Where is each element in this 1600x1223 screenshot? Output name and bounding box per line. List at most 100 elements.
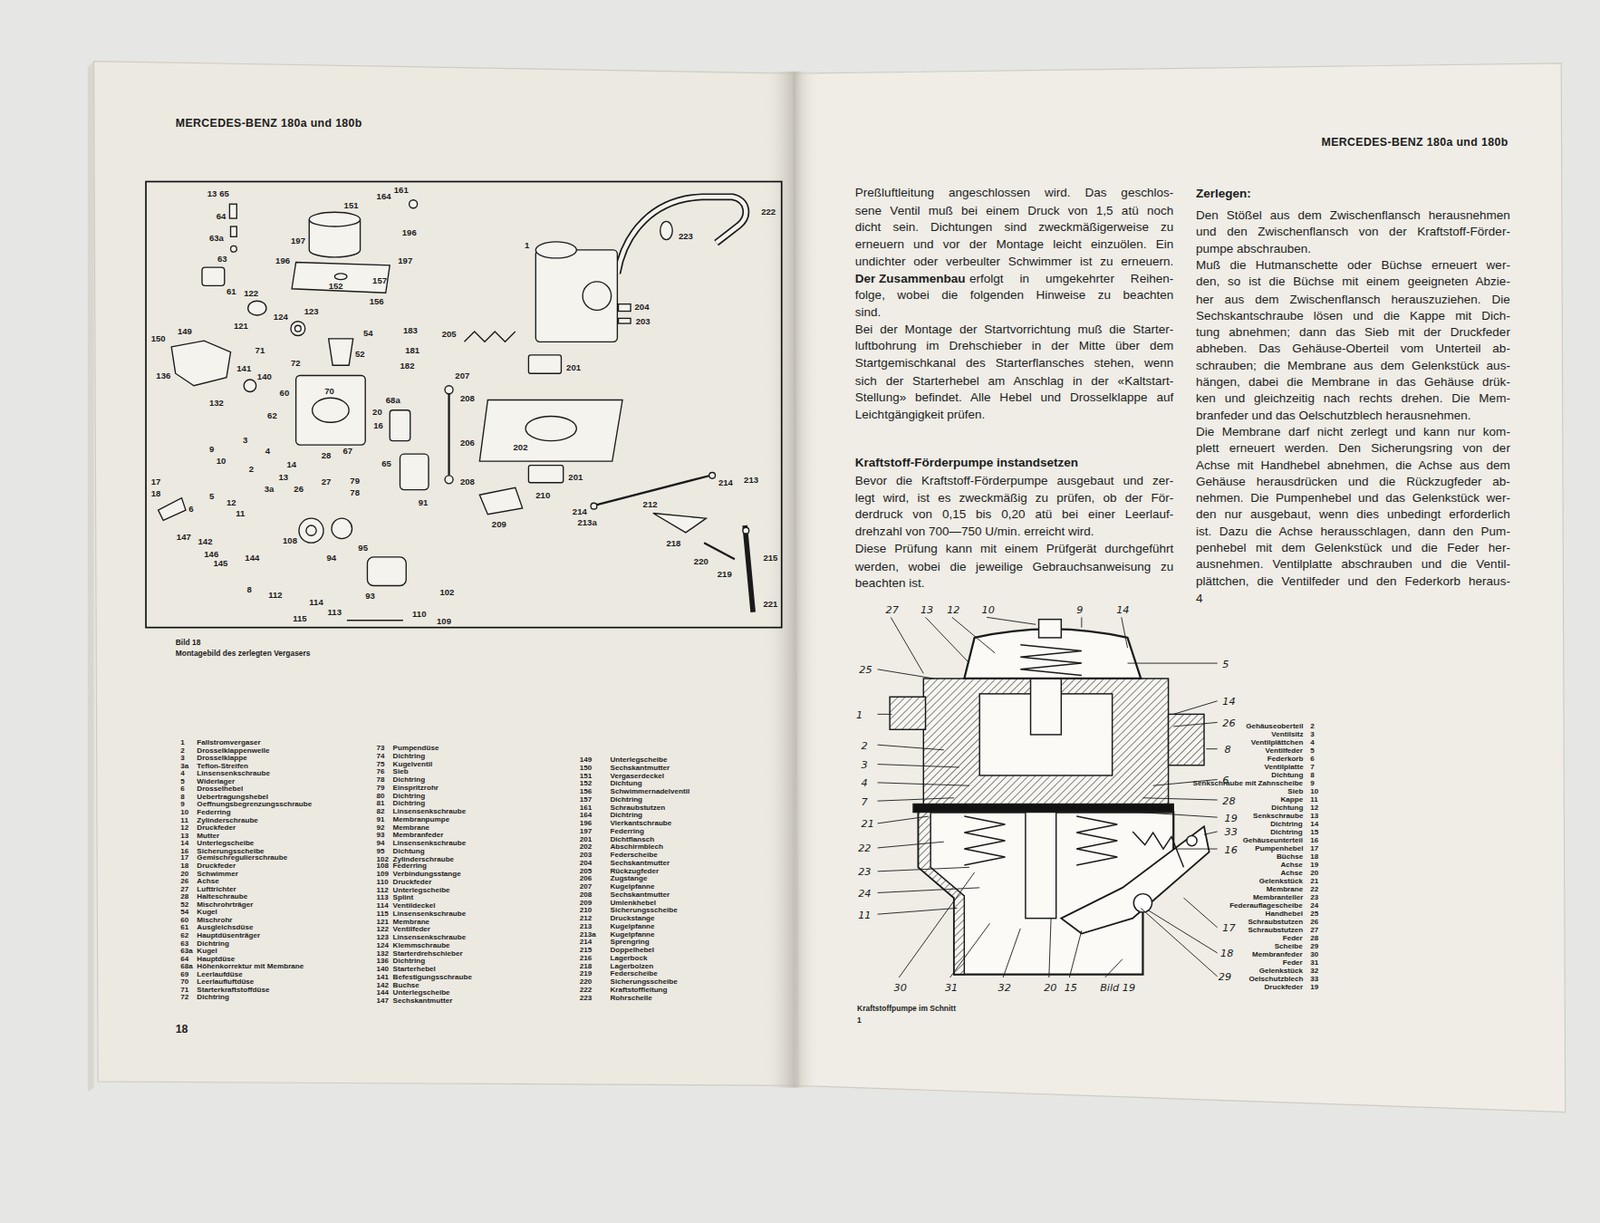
body-text: legt wird, ist es zweckmäßig zu prüfen, … [855,490,1174,505]
part-number: Dichtung [1271,771,1303,779]
carburetor-exploded-view [158,196,754,620]
part-name: Drosselhebel [196,785,243,793]
part-number: Achse [1280,861,1302,869]
callout-number: 123 [304,307,319,318]
part-number: 63 [180,939,189,947]
part-name: Federring [393,862,427,870]
callout-number: 223 [678,231,694,242]
part-number: 152 [579,780,593,788]
spine-shadow [762,71,820,1089]
callout-number: 15 [1064,981,1078,993]
body-text: ist. Dazu die Achse herausschlagen, dann… [1195,524,1511,540]
callout-number: 221 [762,599,778,610]
part-name: Schraubstutzen [610,803,666,811]
part-name: 27 [1310,926,1319,935]
part-name: Unterlegscheibe [610,756,668,764]
part-name: 3 [1310,730,1315,738]
part-name: Membrane [393,917,430,926]
callout-number: 11 [857,909,871,922]
body-text: sich der Starterhebel am Anschlag in der… [855,373,1174,388]
part-name: 4 [1310,738,1315,746]
part-number: 141 [376,973,390,981]
callout-number: 182 [400,361,415,372]
callout-number: 1 [856,709,863,722]
part-name: Kraftstoffleitung [610,985,668,993]
figure-number: Bild 18 [175,638,202,648]
part-number: Büchse [1276,853,1303,861]
callout-number: 208 [460,394,475,405]
part-number: Membranteller [1253,894,1303,902]
callout-number: 20 [372,408,383,419]
body-text: Leichtgängigkeit prüfen. [855,406,986,422]
callout-number: 94 [326,554,337,565]
body-text: Gehäuse herausdrücken und die Rückzugfed… [1195,473,1511,489]
part-number: 75 [376,760,386,768]
callout-number: 214 [718,478,733,489]
part-number: 216 [579,954,593,962]
callout-number: 14 [286,460,297,471]
part-number: 114 [376,902,389,910]
part-name: Drosselklappenwelle [196,746,270,754]
part-name: Doppelhebel [610,945,656,954]
body-text: sene Ventil muß bei einem Druck von 1,5 … [855,202,1174,218]
callout-number: 61 [226,288,237,299]
part-number: 208 [579,890,593,898]
callout-number: 29 [1218,971,1232,984]
callout-number: 197 [397,256,413,267]
callout-number: 95 [357,543,368,554]
callout-number: 23 [857,866,871,878]
part-number: 113 [376,894,389,902]
callout-number: 220 [693,557,709,568]
callout-number: 12 [946,604,960,617]
callout-number: 144 [244,554,260,565]
callout-number: 152 [328,281,344,292]
body-text: Stellung» befindet. Alle Hebel und Dross… [855,390,1174,405]
part-name: Dichtung [393,847,425,855]
part-name: Widerlager [196,777,235,785]
part-number: 149 [579,756,593,764]
part-name: Lufttrichter [196,885,236,893]
callout-number: 197 [290,236,306,247]
callout-number: 161 [394,185,409,196]
part-number: 201 [579,835,593,843]
part-number: 95 [376,847,386,855]
body-text: Sechskantschraube lösen und die Kappe mi… [1195,308,1511,323]
callout-number: 209 [491,520,507,531]
callout-number: 28 [1222,794,1235,807]
callout-number: 18 [1220,947,1234,960]
part-name: Uebertragungshebel [196,792,269,800]
part-name: 26 [1310,918,1319,926]
part-name: Druckfeder [196,823,236,831]
part-name: Membrane [393,822,430,830]
callout-number: 5 [1222,657,1229,670]
part-number: 4 [180,769,185,777]
part-number: 93 [376,830,386,839]
body-text: tung abnehmen; dann das Sieb mit der Dru… [1195,324,1511,339]
part-name: Zylinderschraube [393,854,454,862]
part-number: 92 [376,822,386,830]
part-number: 52 [180,900,189,908]
part-number: Federauflagescheibe [1229,902,1303,910]
part-name: Lagerbock [610,954,648,962]
part-name: 22 [1310,886,1319,894]
part-name: 29 [1310,943,1319,951]
part-name: Kugelpfanne [610,882,656,890]
part-number: 210 [579,906,593,914]
part-name: Starterdrehschieber [393,949,463,957]
callout-number: 32 [997,981,1011,993]
part-number: Ventilfeder [1265,746,1303,754]
callout-number: 25 [858,664,872,676]
part-name: 25 [1310,910,1319,918]
callout-number: 8 [1224,743,1232,756]
part-name: Fallstromvergaser [196,738,261,746]
part-name: Unterlegscheibe [196,838,254,847]
part-number: 124 [376,941,390,949]
part-name: Vergaserdeckel [610,771,665,780]
callout-number: 17 [151,477,162,488]
part-name: Membranpumpe [393,815,451,823]
callout-number: 13 [278,473,289,484]
callout-number: 71 [255,346,266,357]
part-name: 10 [1310,787,1319,795]
section-heading: Zerlegen: [1195,186,1252,202]
part-number: 203 [579,850,593,858]
